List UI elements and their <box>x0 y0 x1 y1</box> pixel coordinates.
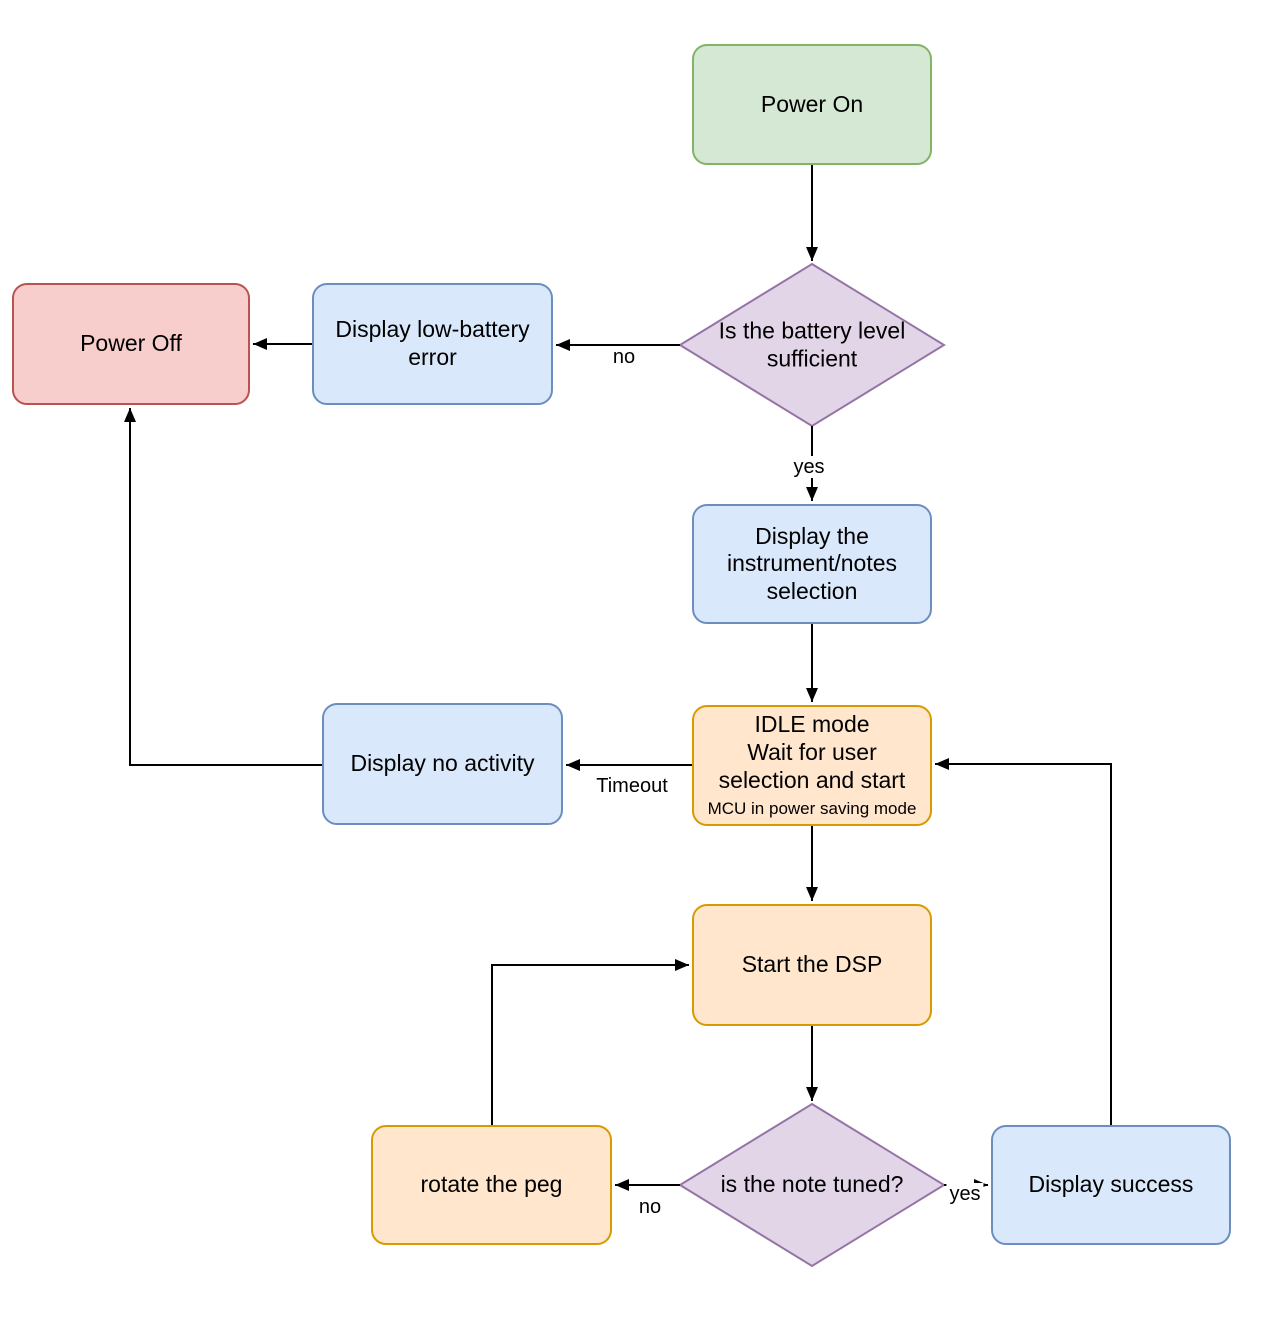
node-idle-mode: IDLE mode Wait for user selection and st… <box>692 705 932 826</box>
node-power-off-label: Power Off <box>80 330 182 357</box>
node-start-dsp-label: Start the DSP <box>741 951 883 978</box>
node-display-low-battery-label: Display low-battery error <box>335 316 530 370</box>
node-power-on-label: Power On <box>760 90 864 117</box>
edge-noactivity-to-poweroff <box>124 408 322 766</box>
node-start-dsp: Start the DSP <box>692 904 932 1026</box>
node-display-low-battery: Display low-battery error <box>312 283 553 405</box>
edge-label-timeout: Timeout <box>593 775 671 797</box>
node-power-on: Power On <box>692 44 932 165</box>
edge-label-tuned-no: no <box>635 1196 665 1218</box>
node-idle-mode-sublabel: MCU in power saving mode <box>707 799 917 819</box>
node-rotate-peg-label: rotate the peg <box>420 1171 563 1198</box>
note-tuned-decision-shape <box>678 1102 946 1268</box>
edge-label-battery-yes: yes <box>790 456 828 478</box>
node-idle-mode-line1: IDLE mode <box>754 711 870 738</box>
edge-success-to-idle <box>935 758 1112 1125</box>
node-display-selection-label: Display the instrument/notes selection <box>726 522 898 604</box>
node-battery-check-label: Is the battery level sufficient <box>718 317 906 371</box>
node-display-success-label: Display success <box>1028 1171 1194 1198</box>
node-note-tuned-check-label: is the note tuned? <box>720 1171 904 1198</box>
node-display-no-activity-label: Display no activity <box>350 750 535 777</box>
node-display-no-activity: Display no activity <box>322 703 563 825</box>
node-rotate-peg: rotate the peg <box>371 1125 612 1245</box>
edge-label-battery-no: no <box>609 346 639 368</box>
edge-rotatepeg-to-startdsp <box>491 959 689 1125</box>
node-power-off: Power Off <box>12 283 250 405</box>
node-idle-mode-line2: Wait for user selection and start <box>718 739 906 793</box>
edge-label-tuned-yes: yes <box>946 1183 984 1205</box>
node-display-success: Display success <box>991 1125 1231 1245</box>
node-display-selection: Display the instrument/notes selection <box>692 504 932 624</box>
